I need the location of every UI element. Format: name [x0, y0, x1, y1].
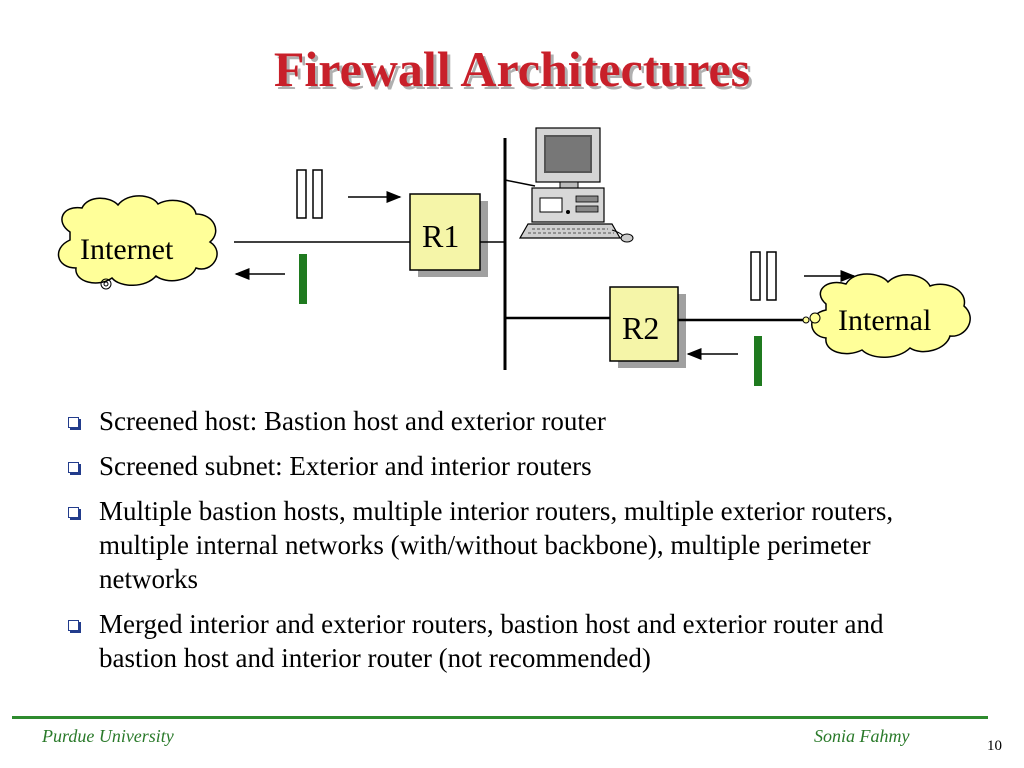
bullet-box-icon: [68, 462, 79, 473]
bullet-box-icon: [68, 417, 79, 428]
bullet-text: Multiple bastion hosts, multiple interio…: [99, 496, 894, 594]
bullet-item: Screened subnet: Exterior and interior r…: [62, 449, 962, 483]
slide-title: Firewall Architectures: [273, 41, 751, 97]
internet-label: Internet: [80, 233, 174, 266]
router-r2: [609, 286, 686, 368]
bullet-item: Screened host: Bastion host and exterior…: [62, 404, 962, 438]
bullet-box-icon: [68, 620, 79, 631]
internal-cloud-icon: [802, 273, 971, 358]
router-r1: [409, 193, 488, 277]
internal-label: Internal: [838, 304, 931, 337]
bullet-box-icon: [68, 507, 79, 518]
footer-institution: Purdue University: [42, 726, 174, 746]
router1-label: R1: [422, 218, 459, 254]
packet-icon: [296, 169, 323, 219]
internet-cloud-icon: [57, 195, 218, 290]
bullet-text: Screened subnet: Exterior and interior r…: [99, 451, 592, 481]
filter-icon: [754, 336, 762, 386]
bullet-item: Multiple bastion hosts, multiple interio…: [62, 494, 962, 596]
firewall-diagram: Internet R1: [57, 127, 971, 386]
footer-author: Sonia Fahmy: [814, 726, 910, 746]
computer-icon: [504, 127, 634, 243]
packet-icon: [750, 251, 777, 301]
bullet-item: Merged interior and exterior routers, ba…: [62, 607, 962, 675]
page-number: 10: [987, 738, 1002, 754]
bullet-text: Merged interior and exterior routers, ba…: [99, 609, 884, 673]
router2-label: R2: [622, 310, 659, 346]
filter-icon: [299, 254, 307, 304]
bullet-text: Screened host: Bastion host and exterior…: [99, 406, 606, 436]
bullet-list: Screened host: Bastion host and exterior…: [62, 404, 962, 686]
footer-divider: [12, 716, 988, 719]
